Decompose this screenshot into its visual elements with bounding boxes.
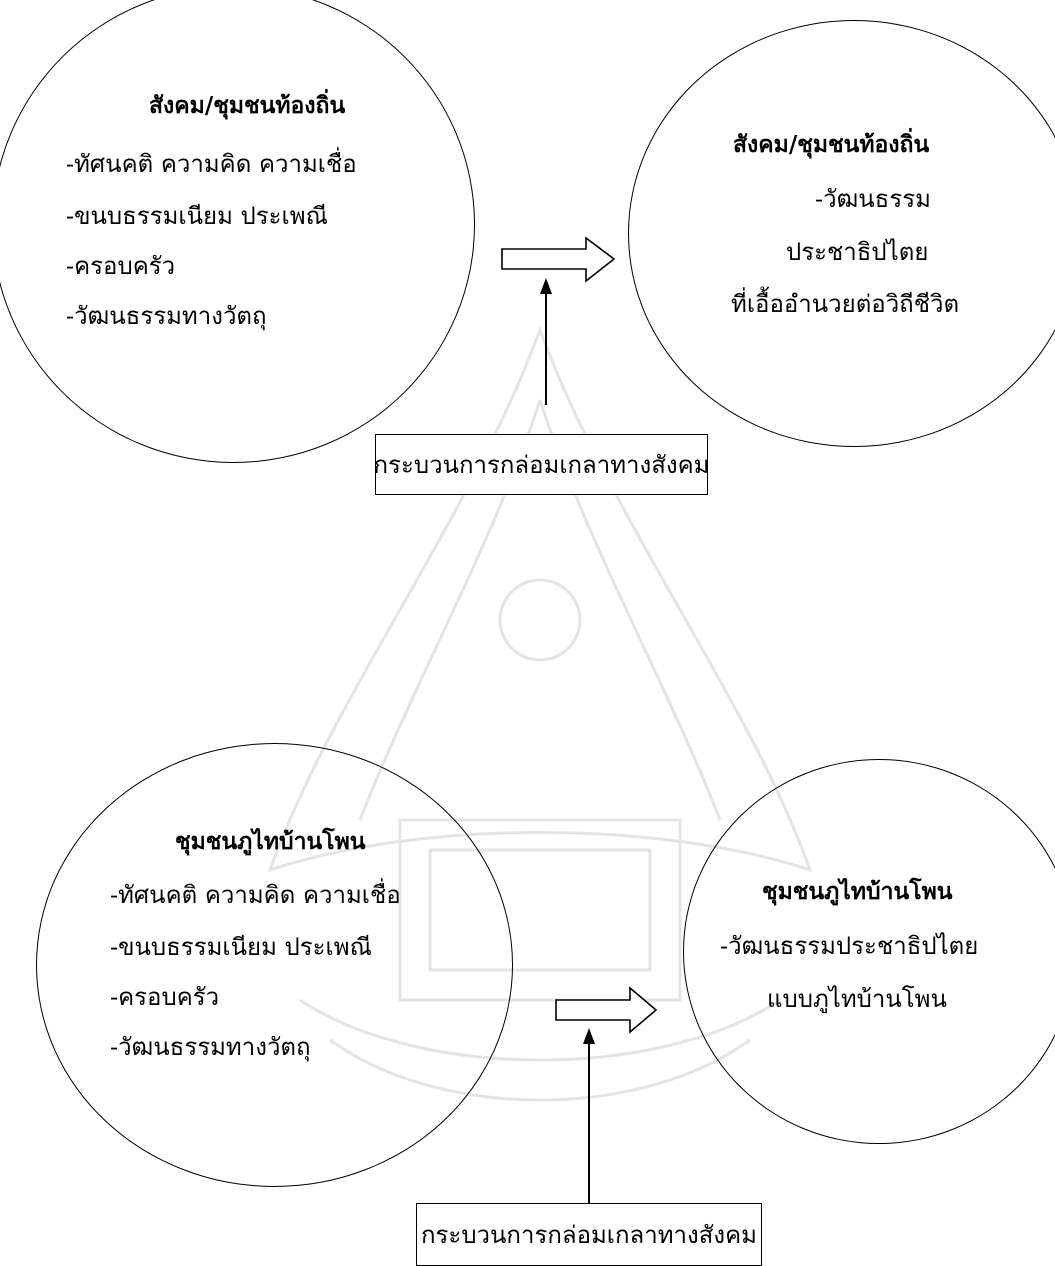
top-left-circle-title: สังคม/ชุมชนท้องถิ่น (149, 92, 346, 119)
top-process-box: กระบวนการกล่อมเกลาทางสังคม (373, 434, 710, 495)
top-up-arrow-head (540, 278, 552, 294)
bottom-hollow-arrow (555, 986, 658, 1034)
top-left-item-4: -วัฒนธรรมทางวัตถุ (66, 302, 267, 330)
top-left-item-1: -ทัศนคติ ความคิด ความเชื่อ (66, 150, 357, 178)
top-left-item-3: -ครอบครัว (66, 252, 176, 280)
bottom-left-item-1: -ทัศนคติ ความคิด ความเชื่อ (110, 881, 401, 909)
top-right-line-1: -วัฒนธรรม (815, 185, 931, 213)
top-right-line-3: ที่เอื้ออำนวยต่อวิถีชีวิต (731, 290, 960, 318)
bottom-right-circle-title: ชุมชนภูไทบ้านโพน (762, 878, 953, 905)
bottom-process-label: กระบวนการกล่อมเกลาทางสังคม (421, 1221, 757, 1249)
bottom-right-circle (683, 759, 1055, 1144)
bottom-left-item-4: -วัฒนธรรมทางวัตถุ (110, 1033, 311, 1061)
top-right-circle (628, 20, 1055, 447)
bottom-left-circle (36, 743, 513, 1187)
top-right-line-2: ประชาธิปไตย (786, 238, 929, 266)
bottom-process-box: กระบวนการกล่อมเกลาทางสังคม (416, 1203, 762, 1266)
bottom-left-item-2: -ขนบธรรมเนียม ประเพณี (110, 933, 372, 961)
top-left-item-2: -ขนบธรรมเนียม ประเพณี (66, 202, 328, 230)
bottom-right-line-2: แบบภูไทบ้านโพน (767, 985, 947, 1013)
top-hollow-arrow (501, 236, 616, 283)
bottom-up-arrow-head (583, 1028, 595, 1044)
bottom-left-item-3: -ครอบครัว (110, 983, 220, 1011)
top-process-label: กระบวนการกล่อมเกลาทางสังคม (373, 451, 710, 479)
bottom-right-line-1: -วัฒนธรรมประชาธิปไตย (720, 932, 979, 960)
top-right-circle-title: สังคม/ชุมชนท้องถิ่น (733, 131, 930, 158)
top-left-circle (0, 0, 475, 463)
bottom-left-circle-title: ชุมชนภูไทบ้านโพน (175, 828, 366, 855)
